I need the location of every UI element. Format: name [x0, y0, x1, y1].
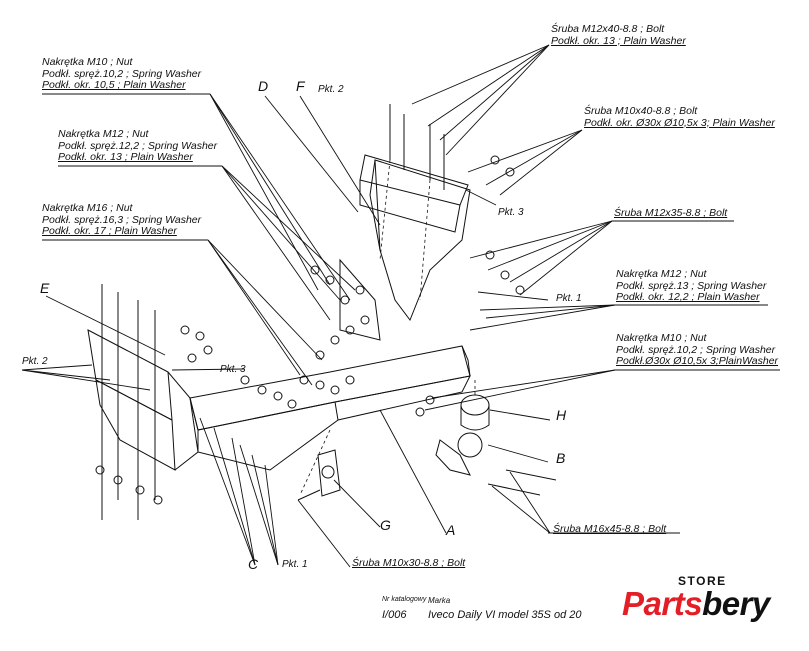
label-bolt-m10x40: Śruba M10x40-8.8 ; Bolt Podkł. okr. Ø30x… — [584, 105, 775, 129]
socket-plate-g — [317, 449, 341, 497]
letter-e: E — [40, 280, 50, 296]
label-line: Nakrętka M10 ; Nut — [42, 56, 133, 68]
label-nut-m12-left: Nakrętka M12 ; Nut Podkł. spręż.12,2 ; S… — [58, 128, 218, 164]
crossbar-a — [189, 345, 471, 471]
label-bolt-m16x45: Śruba M16x45-8.8 ; Bolt — [553, 523, 667, 536]
letter-g: G — [380, 517, 391, 533]
label-line: Podkł. okr. 17 ; Plain Washer — [42, 225, 177, 237]
label-line: Śruba M12x40-8.8 ; Bolt — [551, 23, 665, 35]
brand-label: Marka — [428, 596, 451, 605]
pkt3-left: Pkt. 3 — [220, 364, 246, 375]
leader-lines — [21, 44, 780, 568]
logo-store-text: STORE — [678, 574, 727, 588]
label-line: Śruba M16x45-8.8 ; Bolt — [553, 523, 667, 535]
pkt1-bottom: Pkt. 1 — [282, 559, 308, 570]
bracket-d-f — [339, 159, 471, 341]
label-nut-m10-right: Nakrętka M10 ; Nut Podkł. spręż.10,2 ; S… — [616, 332, 779, 368]
label-line: Nakrętka M12 ; Nut — [58, 128, 149, 140]
plate-pkt2 — [359, 154, 469, 233]
label-line: Śruba M10x30-8.8 ; Bolt — [352, 557, 466, 569]
label-line: Podkł. spręż.12,2 ; Spring Washer — [58, 139, 218, 152]
label-bolt-m12x35: Śruba M12x35-8.8 ; Bolt — [614, 207, 728, 220]
label-line: Podkł.Ø30x Ø10,5x 3;PlainWasher — [616, 355, 779, 367]
label-nut-m16: Nakrętka M16 ; Nut Podkł. spręż.16,3 ; S… — [42, 202, 202, 238]
pkt1-right: Pkt. 1 — [556, 293, 582, 304]
catalog-number-label: Nr katalogowy — [382, 596, 427, 603]
bolts — [101, 104, 557, 520]
label-bolt-m10x30: Śruba M10x30-8.8 ; Bolt — [352, 557, 466, 570]
label-nut-m10-top: Nakrętka M10 ; Nut Podkł. spręż.10,2 ; S… — [42, 56, 202, 92]
pkt2-left: Pkt. 2 — [22, 356, 48, 367]
label-line: Podkł. spręż.13 ; Spring Washer — [616, 279, 767, 292]
logo-main-text: Partsbery — [622, 585, 770, 623]
letter-b: B — [556, 450, 566, 466]
label-line: Podkł. okr. 12,2 ; Plain Washer — [616, 291, 760, 303]
label-line: Podkł. okr. Ø30x Ø10,5x 3; Plain Washer — [584, 116, 775, 129]
tow-ball-h — [435, 394, 490, 476]
pkt3-top: Pkt. 3 — [498, 207, 524, 218]
pkt2-top: Pkt. 2 — [318, 84, 344, 95]
label-nut-m12-right: Nakrętka M12 ; Nut Podkł. spręż.13 ; Spr… — [616, 268, 767, 304]
label-line: Nakrętka M12 ; Nut — [616, 268, 707, 280]
catalog-number-value: I/006 — [382, 609, 407, 621]
letter-a: A — [446, 522, 456, 538]
label-line: Nakrętka M16 ; Nut — [42, 202, 133, 214]
letter-h: H — [556, 407, 567, 423]
assembly-dashes — [117, 159, 476, 496]
label-line: Podkł. spręż.10,2 ; Spring Washer — [616, 343, 776, 356]
label-bolt-m12x40: Śruba M12x40-8.8 ; Bolt Podkł. okr. 13 ;… — [551, 23, 686, 47]
label-line: Podkł. okr. 13 ; Plain Washer — [551, 34, 686, 47]
partsbery-logo: STORE Partsbery — [622, 574, 792, 630]
letter-f: F — [296, 78, 305, 94]
bracket-e — [87, 329, 199, 471]
label-line: Podkł. okr. 13 ; Plain Washer — [58, 151, 193, 163]
label-line: Nakrętka M10 ; Nut — [616, 332, 707, 344]
label-line: Śruba M10x40-8.8 ; Bolt — [584, 105, 698, 117]
label-line: Podkł. spręż.10,2 ; Spring Washer — [42, 67, 202, 80]
letter-d: D — [258, 78, 269, 94]
washers-nuts — [95, 155, 525, 505]
letter-c: C — [248, 556, 259, 572]
brand-value: Iveco Daily VI model 35S od 20 — [428, 609, 582, 621]
label-line: Podkł. okr. 10,5 ; Plain Washer — [42, 79, 186, 91]
logo-parts: Parts — [622, 585, 703, 622]
logo-bery: bery — [702, 585, 770, 622]
label-line: Podkł. spręż.16,3 ; Spring Washer — [42, 213, 202, 226]
label-line: Śruba M12x35-8.8 ; Bolt — [614, 207, 728, 219]
